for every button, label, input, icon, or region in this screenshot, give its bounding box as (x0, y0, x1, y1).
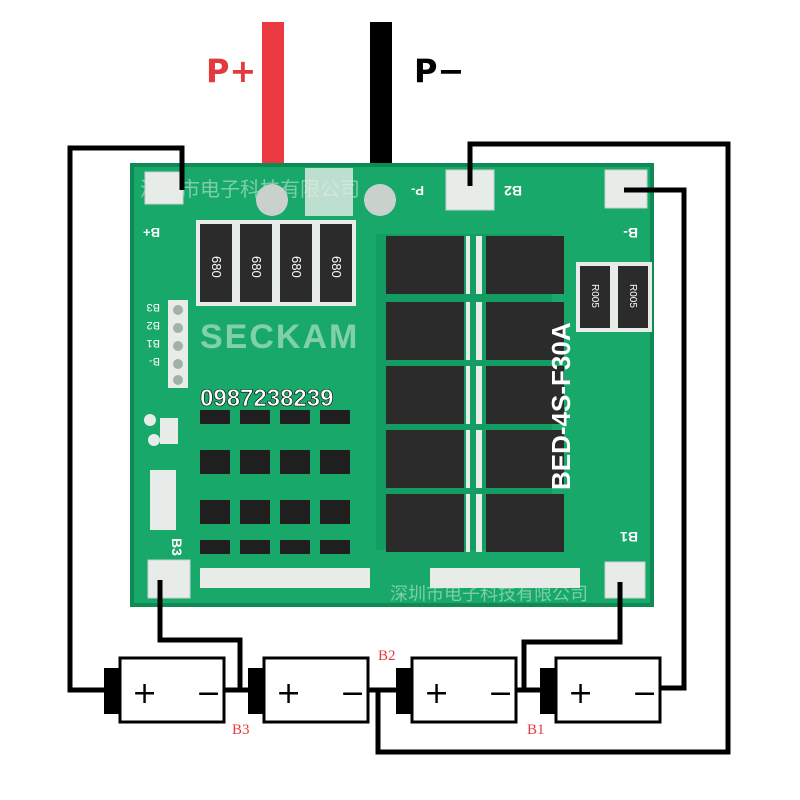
header-pin-b3: B3 (147, 301, 160, 313)
sense-resistors (196, 220, 356, 306)
svg-text:−: − (340, 676, 365, 711)
pad-b3 (147, 559, 191, 599)
svg-text:+: + (132, 676, 157, 711)
resistor-label-2: 680 (249, 256, 264, 278)
battery-1: + − (104, 656, 226, 724)
svg-text:+: + (276, 676, 301, 711)
side-resistor-1 (576, 262, 614, 332)
p-plus-label: P+ (206, 52, 256, 90)
header-pin-b2: B2 (147, 319, 160, 331)
board-label-b-minus: B- (623, 225, 638, 241)
chinese-bottom-text: 深圳市电子科技有限公司 (390, 584, 588, 605)
board-label-b3: B3 (169, 538, 185, 556)
battery-3: + − (396, 656, 518, 724)
p-minus-wire (370, 22, 392, 200)
resistor-label-3: 680 (289, 256, 304, 278)
wire-label-b3: B3 (232, 722, 250, 738)
phone-watermark: 0987238239 (200, 385, 333, 412)
p-plus-wire (262, 22, 284, 200)
wiring (67, 141, 731, 755)
side-resistor-2 (614, 262, 652, 332)
pad-p-minus-hole (364, 184, 396, 216)
board-label-b2: B2 (504, 183, 522, 199)
svg-text:−: − (632, 676, 657, 711)
model-label: BED-4S-F30A (546, 322, 576, 490)
side-resistor-label-2: R005 (627, 284, 638, 308)
p-minus-label: P− (414, 52, 464, 90)
board-label-b-plus: B+ (143, 225, 160, 240)
watermark-text: SECKAM (200, 318, 359, 356)
smd-components (144, 410, 580, 588)
header-pin-b1: B1 (147, 337, 160, 349)
wire-label-b2: B2 (378, 648, 396, 664)
mosfet-array (376, 234, 564, 552)
wire-label-b1: B1 (527, 722, 545, 738)
pad-b-plus (144, 171, 184, 205)
pad-p-plus-hole (256, 184, 288, 216)
pad-p (305, 168, 353, 216)
svg-text:−: − (488, 676, 513, 711)
svg-text:−: − (196, 676, 221, 711)
pad-b1 (604, 561, 646, 599)
balance-header (168, 300, 188, 388)
resistor-label-1: 680 (209, 256, 224, 278)
battery-4: + − (540, 656, 662, 724)
board-label-b1: B1 (620, 529, 638, 545)
battery-2: + − (248, 656, 370, 724)
header-pin-b-minus: B- (149, 355, 160, 367)
pcb-board: 深圳市电子科技有限公司 深圳市电子科技有限公司 B+ P- B2 B- B1 B… (130, 163, 654, 607)
side-resistor-label-1: R005 (589, 284, 600, 308)
resistor-label-4: 680 (329, 256, 344, 278)
svg-text:+: + (424, 676, 449, 711)
svg-text:+: + (568, 676, 593, 711)
board-label-p-minus: P- (411, 183, 424, 198)
